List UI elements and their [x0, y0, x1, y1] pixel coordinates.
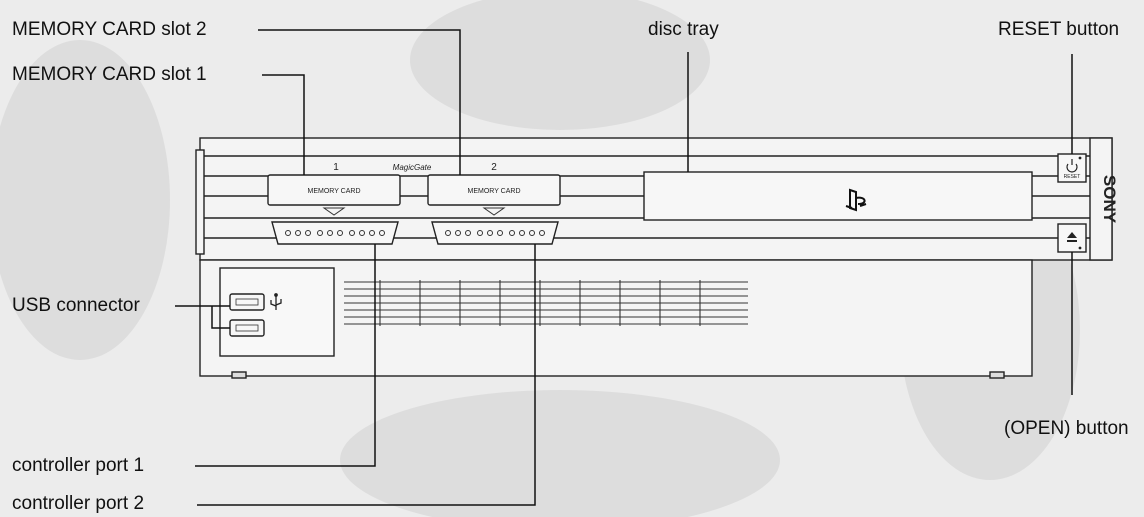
disc-tray[interactable] [643, 171, 1033, 221]
callout-reset-button: RESET button [998, 19, 1120, 40]
callout-controller-port-1: controller port 1 [12, 455, 145, 476]
memory-card-slot-2-label: MEMORY CARD [467, 188, 520, 195]
memory-card-slot-2[interactable]: MEMORY CARD [427, 174, 561, 216]
playstation-logo-icon [845, 188, 867, 212]
reset-button[interactable]: RESET [1057, 153, 1087, 183]
usb-connector-2[interactable] [229, 319, 265, 337]
callout-usb-connector: USB connector [12, 295, 140, 316]
slot-1-number: 1 [333, 162, 339, 173]
memory-card-slot-1-label: MEMORY CARD [307, 188, 360, 195]
slot-2-arrow-icon [482, 207, 506, 216]
power-icon [1066, 159, 1078, 173]
sony-brand-marking: SONY [1100, 175, 1119, 224]
callout-memory-card-slot-2: MEMORY CARD slot 2 [12, 19, 207, 40]
controller-port-1[interactable] [271, 221, 399, 245]
open-button[interactable] [1057, 223, 1087, 253]
callout-open-button: (OPEN) button [1004, 418, 1129, 439]
controller-port-2[interactable] [431, 221, 559, 245]
reset-button-marking: RESET [1064, 174, 1081, 180]
callout-memory-card-slot-1: MEMORY CARD slot 1 [12, 64, 207, 85]
callout-controller-port-2: controller port 2 [12, 493, 145, 514]
usb-connector-1[interactable] [229, 293, 265, 311]
slot-1-arrow-icon [322, 207, 346, 216]
vent-grille [344, 280, 748, 326]
slot-2-number: 2 [491, 162, 497, 173]
usb-trident-icon [270, 293, 282, 310]
eject-icon [1067, 232, 1077, 242]
magicgate-marking: MagicGate [393, 163, 432, 172]
callout-disc-tray: disc tray [648, 19, 719, 40]
memory-card-slot-1[interactable]: MEMORY CARD [267, 174, 401, 216]
leader-lines [175, 29, 1073, 506]
